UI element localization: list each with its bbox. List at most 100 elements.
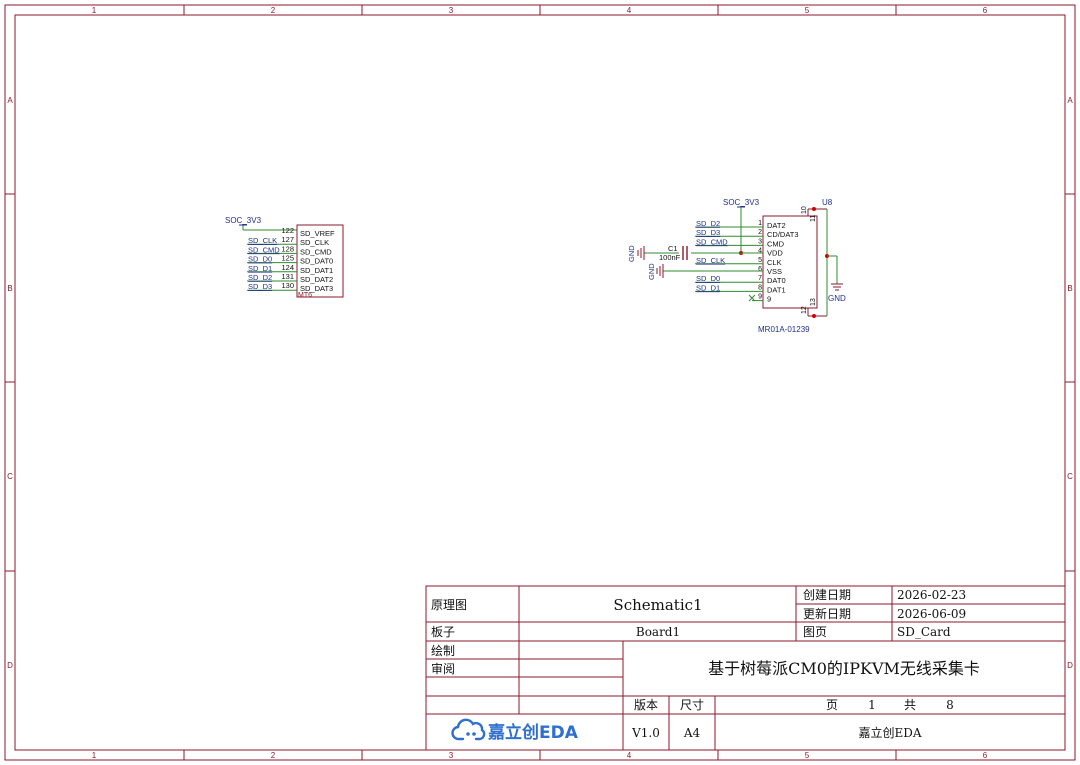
column-label-top: 5 — [805, 6, 810, 15]
row-label-right: A — [1067, 96, 1073, 105]
sd-side-pin-12: 12 — [801, 306, 808, 314]
sd-pin-name: DAT1 — [767, 285, 786, 294]
mcu-symbol-body — [296, 224, 344, 298]
sd-designator: U8 — [822, 198, 833, 207]
jlc-eda-logo: 嘉立创EDA — [451, 718, 579, 743]
mcu-pin-name: SD_VREF — [300, 229, 335, 238]
vss-ground: GND — [647, 263, 763, 280]
mcu-pin-number: 128 — [281, 244, 294, 253]
mcu-pin-name: SD_CLK — [300, 238, 329, 247]
column-label-bottom: 1 — [92, 751, 97, 760]
row-label-left: D — [7, 661, 13, 670]
sd-net-label: SD_D0 — [696, 274, 720, 283]
mcu-pin: 127 SD_CLK SD_CLK — [247, 235, 329, 247]
sd-pin-number: 5 — [758, 257, 762, 264]
sd-side-pin-13: 13 — [810, 298, 817, 306]
page-word: 页 — [826, 698, 838, 712]
mcu-power-net-label: SOC_3V3 — [225, 216, 262, 225]
mcu-net-label: SD_CMD — [248, 245, 280, 254]
row-label-left: A — [7, 96, 13, 105]
sd-pin-name: DAT0 — [767, 276, 786, 285]
row-label-right: B — [1067, 284, 1072, 293]
outer-border — [4, 4, 1076, 761]
schematic-label: 原理图 — [431, 598, 467, 612]
column-label-bottom: 6 — [983, 751, 988, 760]
column-label-bottom: 3 — [449, 751, 454, 760]
mcu-pin-name: SD_DAT3 — [300, 284, 333, 293]
cap-gnd-label: GND — [627, 245, 636, 262]
mcu-pin-name: SD_DAT2 — [300, 275, 333, 284]
mcu-pin: 130 SD_DAT3 SD_D3 — [247, 281, 333, 293]
board-label: 板子 — [431, 625, 455, 639]
row-label-right: C — [1067, 472, 1073, 481]
decoupling-capacitor: C1 100nF GND — [627, 244, 763, 262]
column-label-top: 4 — [627, 6, 632, 15]
sd-power-net-label: SOC_3V3 — [723, 198, 760, 207]
sd-pin: 1 DAT2 SD_D2 — [695, 219, 786, 230]
updated-date: 2026-06-09 — [897, 607, 966, 621]
size-value: A4 — [683, 726, 701, 740]
mcu-net-label: SD_D2 — [248, 273, 272, 282]
sd-pin-number: 7 — [758, 275, 762, 282]
sd-pin-number: 8 — [758, 284, 762, 291]
created-date-label: 创建日期 — [803, 588, 851, 602]
sd-side-pin-10: 10 — [801, 206, 808, 214]
column-label-bottom: 4 — [627, 751, 632, 760]
created-date: 2026-02-23 — [897, 588, 966, 602]
mcu-pin-number: 130 — [281, 281, 294, 290]
project-title: 基于树莓派CM0的IPKVM无线采集卡 — [708, 659, 980, 678]
column-label-top: 3 — [449, 6, 454, 15]
sd-pin-name: CLK — [767, 258, 782, 267]
column-label-top: 6 — [983, 6, 988, 15]
sd-pin-name: CD/DAT3 — [767, 230, 799, 239]
drawn-label: 绘制 — [431, 643, 455, 658]
sd-net-label: SD_D1 — [696, 283, 720, 292]
row-label-left: C — [7, 472, 13, 481]
sd-pin-name: DAT2 — [767, 221, 786, 230]
capacitor-designator: C1 — [668, 244, 678, 253]
sd-pin-name: VDD — [767, 249, 783, 258]
mcu-pin-number: 127 — [281, 235, 294, 244]
mcu-net-label: SD_CLK — [248, 236, 277, 245]
review-label: 审阅 — [431, 661, 455, 676]
mcu-net-label: SD_D1 — [248, 264, 272, 273]
sd-part-number: MR01A-01239 — [758, 325, 810, 334]
capacitor-value: 100nF — [659, 253, 681, 262]
version-value: V1.0 — [631, 726, 660, 740]
title-block — [425, 585, 1066, 751]
vss-gnd-label: GND — [647, 263, 656, 280]
sd-net-label: SD_CMD — [696, 237, 728, 246]
mcu-pin-number: 124 — [281, 263, 294, 272]
sd-pin-number: 4 — [758, 248, 762, 255]
sd-pin-number: 9 — [758, 294, 762, 301]
inner-border — [14, 14, 1066, 751]
sd-symbol-body — [762, 215, 818, 309]
updated-date-label: 更新日期 — [803, 606, 851, 621]
version-label: 版本 — [634, 698, 658, 712]
row-label-left: B — [7, 284, 12, 293]
sd-pin-number: 1 — [758, 220, 762, 227]
mcu-pin-number: 125 — [281, 254, 294, 263]
company-name: 嘉立创EDA — [858, 725, 921, 740]
sd-net-label: SD_D2 — [696, 219, 720, 228]
sheet-page-label: 图页 — [803, 625, 827, 639]
mcu-pin-name: SD_DAT0 — [300, 257, 333, 266]
sd-pin-name: VSS — [767, 267, 782, 276]
sheet-page-name: SD_Card — [897, 625, 951, 639]
mcu-net-label: SD_D3 — [248, 282, 272, 291]
logo-text: 嘉立创EDA — [487, 722, 579, 743]
board-name: Board1 — [636, 625, 680, 639]
sd-pin: 4 VDD — [758, 248, 783, 258]
mcu-pin-name: SD_CMD — [300, 247, 332, 256]
column-label-top: 2 — [271, 6, 276, 15]
row-label-right: D — [1067, 661, 1073, 670]
